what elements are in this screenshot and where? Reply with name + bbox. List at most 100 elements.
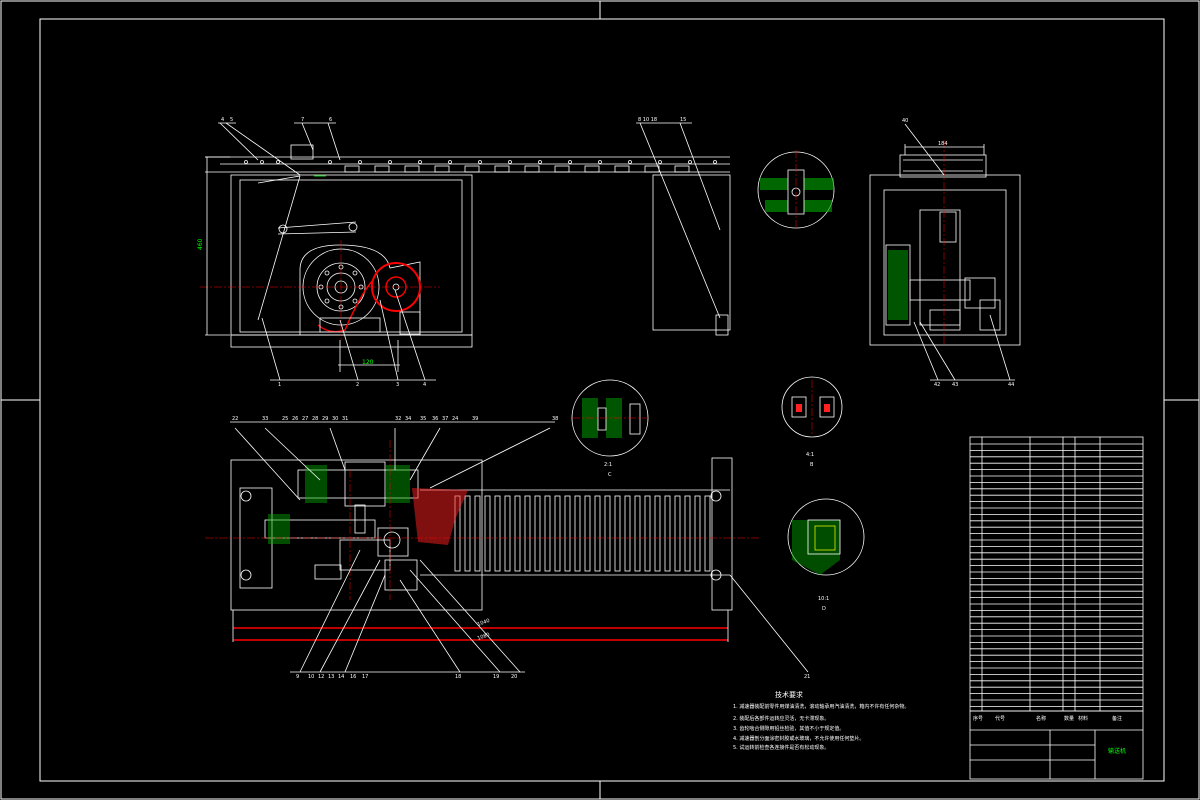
parts-list	[969, 436, 1144, 712]
dim-length-2: 1080	[477, 632, 491, 642]
plan-leader-26: 26	[292, 416, 298, 422]
title-header-code: 代号	[995, 715, 1005, 722]
side-leader-40: 40	[902, 118, 908, 124]
conveyor-slat	[654, 495, 661, 572]
dim-length-1: 1040	[477, 618, 491, 628]
detail-d-scale: 10:1	[818, 596, 829, 602]
leader-label-1: 1	[278, 382, 281, 388]
plan-bottom-17: 17	[362, 674, 368, 680]
conveyor-slat	[614, 495, 621, 572]
plan-leader-37: 37	[442, 416, 448, 422]
plan-bottom-18: 18	[455, 674, 461, 680]
drawing-name: 输送机	[1108, 747, 1126, 755]
plan-leader-25: 25	[282, 416, 288, 422]
leader-label-8-10-18: 8 10 18	[638, 117, 657, 123]
plan-leader-22: 22	[232, 416, 238, 422]
conveyor-slat	[554, 495, 561, 572]
leader-label-4: 4	[221, 117, 224, 123]
plan-leader-38: 38	[552, 416, 558, 422]
title-header-qty: 数量	[1064, 715, 1074, 722]
title-header-material: 材料	[1078, 715, 1088, 722]
front-view	[200, 122, 731, 381]
dim-side-top: 184	[938, 141, 948, 147]
note-2: 2. 装配后各部件运转应灵活，无卡滞现象。	[733, 715, 829, 722]
title-header-remark: 备注	[1112, 715, 1122, 722]
detail-c-view	[571, 379, 649, 457]
conveyor-slat	[634, 495, 641, 572]
plan-bottom-19: 19	[493, 674, 499, 680]
plan-leader-31: 31	[342, 416, 348, 422]
conveyor-slat	[584, 495, 591, 572]
plan-bottom-13: 13	[328, 674, 334, 680]
conveyor-slat	[604, 495, 611, 572]
plan-bottom-14: 14	[338, 674, 344, 680]
conveyor-slat	[644, 495, 651, 572]
plan-leader-32: 32	[395, 416, 401, 422]
leader-label-7: 7	[301, 117, 304, 123]
leader-label-3: 3	[396, 382, 399, 388]
plan-leader-35: 35	[420, 416, 426, 422]
conveyor-slat	[494, 495, 501, 572]
plan-leader-33: 33	[262, 416, 268, 422]
conveyor-slat	[564, 495, 571, 572]
dim-width-small: 120	[362, 359, 374, 366]
conveyor-slat	[524, 495, 531, 572]
conveyor-slat	[484, 495, 491, 572]
plan-bottom-20: 20	[511, 674, 517, 680]
detail-b-view	[781, 376, 843, 438]
plan-leader-27: 27	[302, 416, 308, 422]
plan-leader-29: 29	[322, 416, 328, 422]
conveyor-slat	[474, 495, 481, 572]
dim-height-front: 460	[197, 238, 204, 250]
conveyor-slat	[504, 495, 511, 572]
leader-label-5: 5	[230, 117, 233, 123]
leader-label-4b: 4	[423, 382, 426, 388]
plan-bottom-16: 16	[350, 674, 356, 680]
title-header-name: 名称	[1036, 715, 1046, 722]
detail-d-letter: D	[822, 606, 826, 612]
detail-b-letter: B	[810, 462, 814, 468]
title-block	[969, 710, 1144, 780]
leader-label-6: 6	[329, 117, 332, 123]
conveyor-slat	[684, 495, 691, 572]
leader-label-2: 2	[356, 382, 359, 388]
detail-b-scale: 4:1	[806, 452, 814, 458]
conveyor-slat	[674, 495, 681, 572]
plan-bottom-21: 21	[804, 674, 810, 680]
side-leader-43: 43	[952, 382, 958, 388]
plan-leader-34: 34	[405, 416, 411, 422]
conveyor-slat	[464, 495, 471, 572]
plan-leader-28: 28	[312, 416, 318, 422]
conveyor-slat	[624, 495, 631, 572]
side-leader-42: 42	[934, 382, 940, 388]
conveyor-slat	[514, 495, 521, 572]
notes-title: 技术要求	[775, 690, 803, 699]
conveyor-slat	[574, 495, 581, 572]
side-view	[869, 123, 1021, 381]
note-5: 5. 试运转前检查各连接件是否有松动现象。	[733, 744, 829, 751]
conveyor-slat	[594, 495, 601, 572]
detail-c-letter: C	[608, 472, 612, 478]
plan-leader-39: 39	[472, 416, 478, 422]
plan-leader-36: 36	[432, 416, 438, 422]
note-3: 3. 齿轮啮合侧隙用铅丝检验，其值不小于规定值。	[733, 725, 844, 732]
side-leader-44: 44	[1008, 382, 1014, 388]
detail-c-scale: 2:1	[604, 462, 612, 468]
title-header-seq: 序号	[973, 715, 983, 722]
conveyor-slat	[704, 495, 711, 572]
conveyor-slat	[664, 495, 671, 572]
plan-leader-30: 30	[332, 416, 338, 422]
conveyor-slat	[534, 495, 541, 572]
plan-bottom-12: 12	[318, 674, 324, 680]
note-4: 4. 减速器剖分面涂密封胶或水玻璃，不允许使用任何垫片。	[733, 735, 864, 742]
plan-leader-24: 24	[452, 416, 458, 422]
detail-a-view	[757, 150, 835, 230]
conveyor-slat	[694, 495, 701, 572]
plan-view	[205, 421, 809, 673]
note-1: 1. 减速器装配前零件用煤油清洗，滚动轴承用汽油清洗，箱内不许有任何杂物。	[733, 703, 909, 710]
leader-label-15: 15	[680, 117, 686, 123]
plan-bottom-9: 9	[296, 674, 299, 680]
conveyor-slat	[544, 495, 551, 572]
